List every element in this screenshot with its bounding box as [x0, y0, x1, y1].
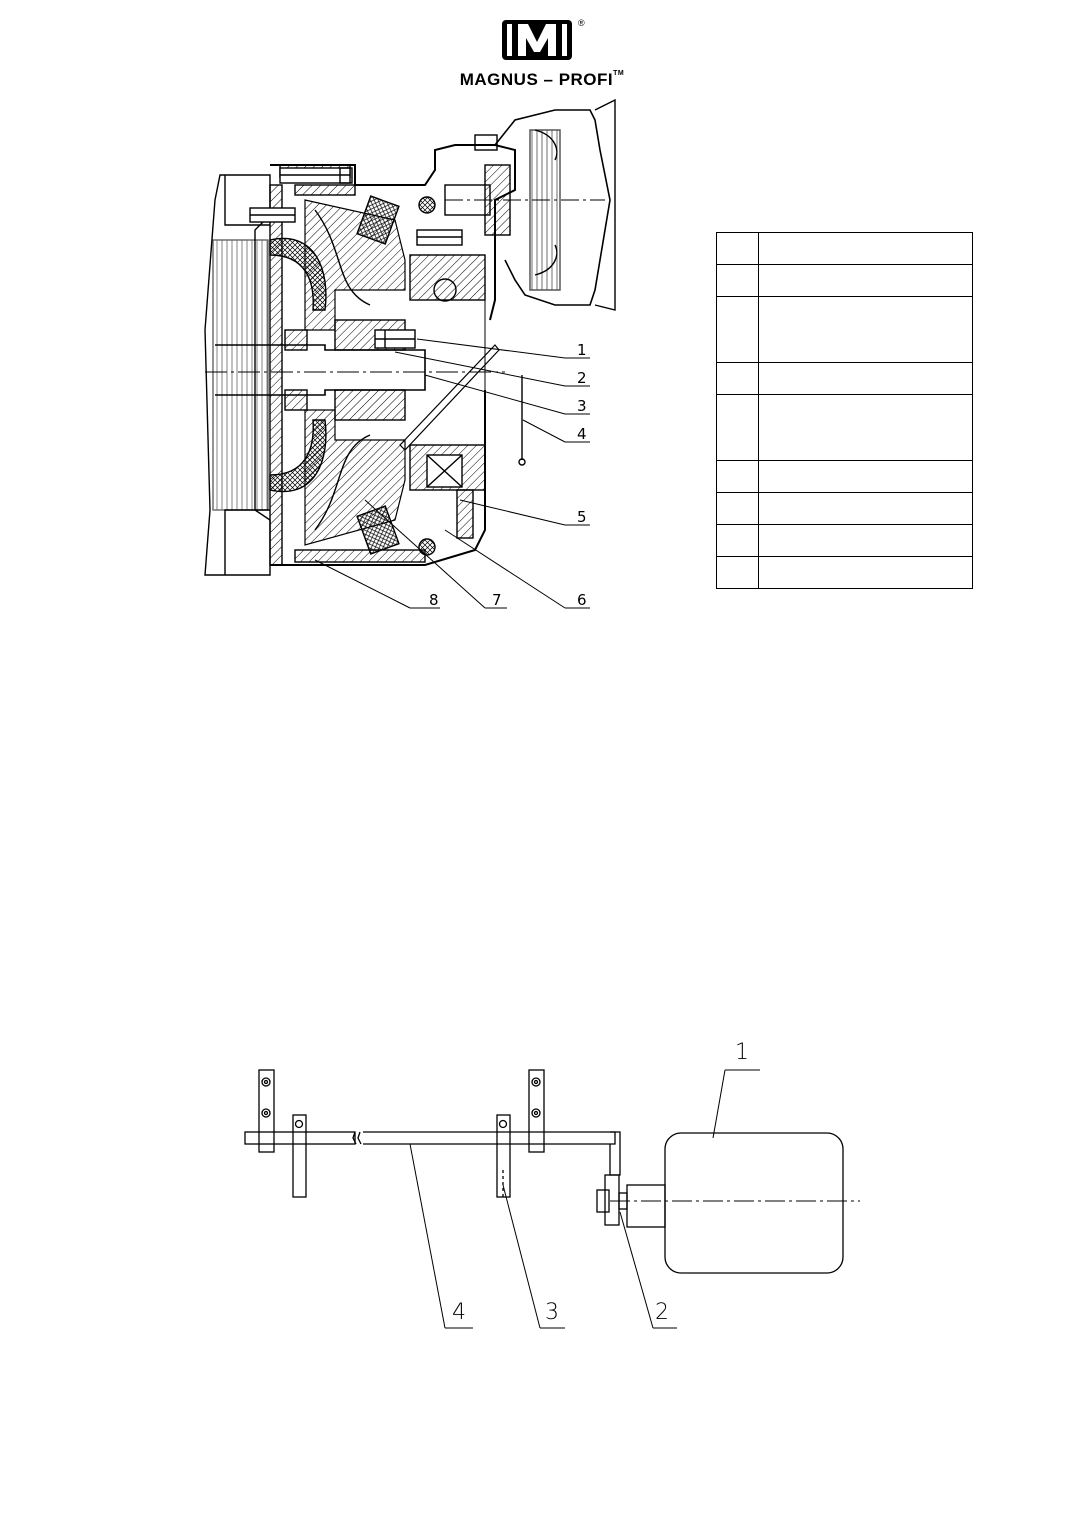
motor-winding — [212, 239, 269, 511]
legend-row — [716, 264, 973, 297]
callout-1: 1 — [577, 341, 587, 359]
callout-6: 6 — [577, 591, 587, 609]
trademark-mark: TM — [613, 70, 625, 77]
callout-2: 2 — [577, 369, 587, 387]
brand-text: MAGNUS – PROFI — [459, 70, 614, 89]
legend-row — [716, 296, 973, 363]
legend-row — [716, 232, 973, 265]
sectional-drawing — [204, 98, 616, 609]
legend-desc — [758, 232, 973, 265]
legend-desc — [758, 296, 973, 363]
registered-mark: ® — [578, 18, 585, 28]
legend-desc — [758, 460, 973, 493]
callout-motor-1: 1 — [735, 1040, 749, 1065]
legend-num — [716, 264, 759, 297]
legend-num — [716, 296, 759, 363]
callout-5: 5 — [577, 508, 587, 526]
callout-3: 3 — [577, 397, 587, 415]
brand-name: MAGNUS – PROFITM — [432, 70, 652, 90]
legend-row — [716, 524, 973, 557]
legend-desc — [758, 524, 973, 557]
callout-coupling-2: 2 — [655, 1300, 669, 1325]
legend-desc — [758, 362, 973, 395]
legend-row — [716, 460, 973, 493]
callout-8: 8 — [429, 591, 439, 609]
legend-table — [716, 232, 973, 589]
callout-4: 4 — [577, 425, 587, 443]
legend-row — [716, 492, 973, 525]
callout-7: 7 — [492, 591, 502, 609]
legend-num — [716, 460, 759, 493]
legend-row — [716, 556, 973, 589]
magnus-logo-icon: ® — [502, 18, 585, 60]
legend-desc — [758, 394, 973, 461]
legend-num — [716, 524, 759, 557]
shaft-assembly-drawing — [244, 1069, 860, 1329]
callout-clamp-3: 3 — [545, 1300, 559, 1325]
legend-desc — [758, 492, 973, 525]
legend-row — [716, 362, 973, 395]
legend-num — [716, 492, 759, 525]
legend-num — [716, 394, 759, 461]
legend-desc — [758, 264, 973, 297]
legend-num — [716, 232, 759, 265]
legend-num — [716, 556, 759, 589]
legend-row — [716, 394, 973, 461]
legend-num — [716, 362, 759, 395]
legend-desc — [758, 556, 973, 589]
callout-shaft-4: 4 — [452, 1300, 466, 1325]
